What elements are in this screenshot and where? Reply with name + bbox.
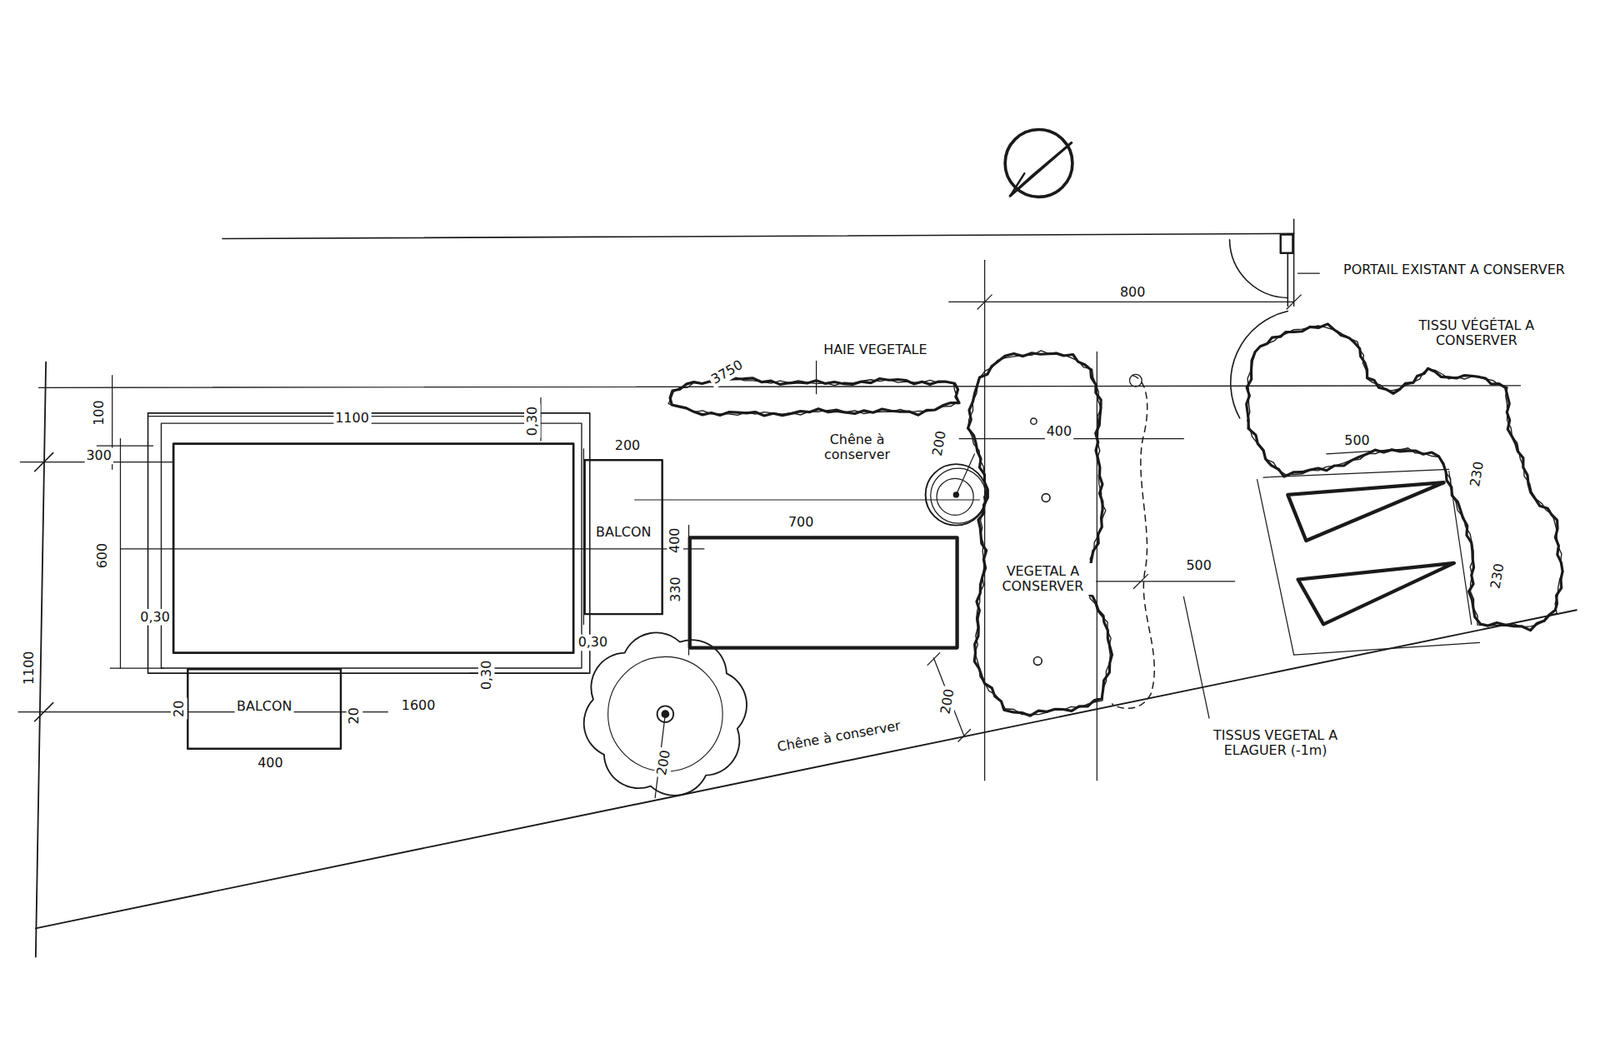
dimension-label: 3750 — [705, 355, 747, 389]
balcony-box: BALCON — [186, 668, 342, 750]
node-label: Chêne à conserver — [804, 430, 910, 463]
dimension-label: 330 — [667, 575, 684, 605]
node-outline — [1240, 304, 1572, 636]
note-label: TISSUS VEGETAL A ELAGUER (-1m) — [1179, 726, 1372, 759]
node-label: Chêne à conserver — [774, 717, 905, 756]
dimension-label: 0,30 — [138, 609, 172, 625]
node-label: BALCON — [594, 524, 654, 540]
dimension-label: 0,30 — [575, 635, 610, 651]
note-label: PORTAIL EXISTANT A CONSERVER — [1341, 262, 1568, 279]
oak-tree: Chêne à conserver — [576, 624, 919, 808]
dimension-label: 1100 — [20, 649, 37, 687]
dimension-label: 200 — [928, 427, 950, 460]
dimension-label: 400 — [1044, 423, 1074, 440]
dimension-label: 500 — [1342, 432, 1372, 449]
node-outline — [576, 624, 919, 808]
oak-tree: Chêne à conserver — [805, 413, 992, 534]
node-outline — [959, 345, 1123, 723]
dimension-label: 800 — [1117, 285, 1147, 301]
vegetation-zone: TISSU VÉGÉTAL A CONSERVER — [1240, 304, 1572, 636]
dimension-label: 100 — [90, 398, 107, 428]
dimension-label: 20 — [170, 698, 186, 720]
node-label: TISSU VÉGÉTAL A CONSERVER — [1398, 316, 1556, 349]
dimension-label: 1600 — [399, 698, 437, 715]
dimension-label: 400 — [666, 525, 683, 555]
dimension-label: 1100 — [333, 410, 371, 426]
dimension-label: 200 — [936, 685, 958, 718]
dimension-label: 200 — [612, 437, 642, 454]
node-label: BALCON — [235, 699, 295, 715]
dimension-label: 600 — [94, 540, 110, 570]
balcony-box: BALCON — [583, 459, 664, 615]
dimension-label: 230 — [1486, 560, 1508, 593]
dimension-label: 0,30 — [523, 404, 540, 438]
dimension-label: 400 — [255, 755, 285, 771]
dimension-label: 230 — [1465, 458, 1487, 490]
node-label: HAIE VEGETALE — [821, 341, 930, 358]
node-label: VEGETAL A CONSERVER — [990, 562, 1096, 595]
dimension-label: 500 — [1184, 558, 1214, 575]
dimension-label: 700 — [785, 514, 815, 530]
dimension-label: 300 — [84, 448, 114, 465]
dimension-label: 20 — [345, 705, 362, 727]
dimension-label: 200 — [652, 747, 674, 780]
dimension-label: 0,30 — [477, 658, 494, 692]
vegetation-zone: VEGETAL A CONSERVER — [959, 345, 1123, 723]
